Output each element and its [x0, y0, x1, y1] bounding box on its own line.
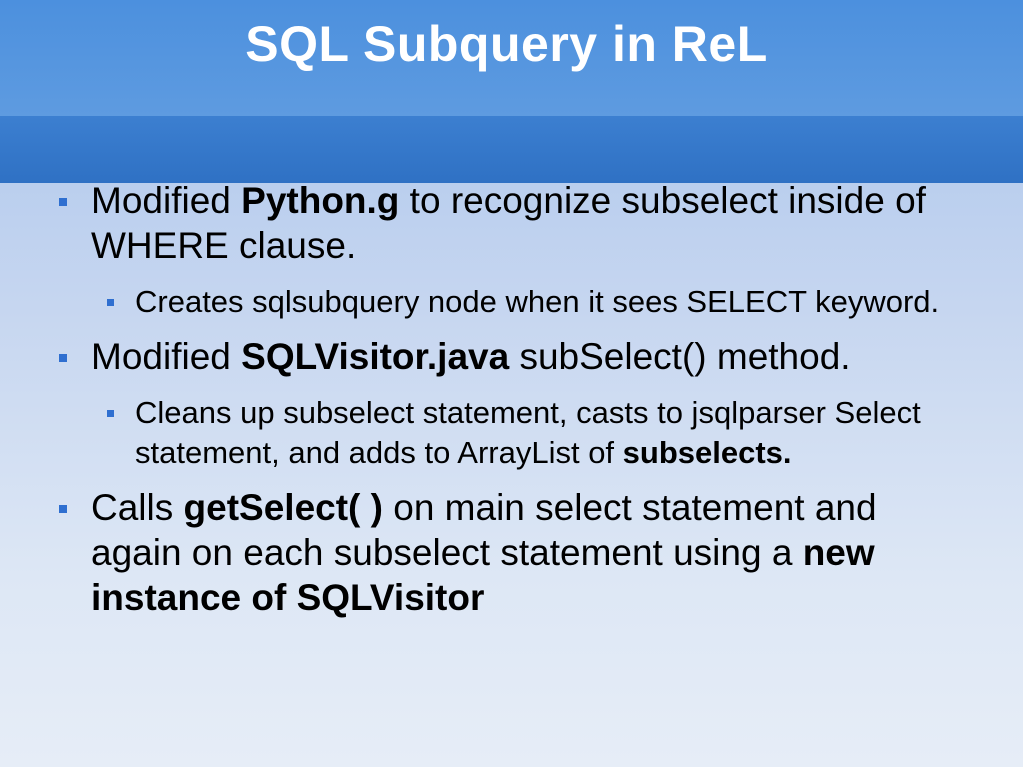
- bullet-item: Calls getSelect( ) on main select statem…: [0, 485, 1023, 620]
- bullet-text: Modified SQLVisitor.java subSelect() met…: [91, 336, 851, 377]
- square-bullet-icon: [59, 198, 67, 206]
- bullet-text: Modified Python.g to recognize subselect…: [91, 180, 926, 266]
- square-bullet-icon: [59, 354, 67, 362]
- bullet-item: Modified SQLVisitor.java subSelect() met…: [0, 334, 1023, 379]
- square-bullet-icon: [107, 410, 114, 417]
- title-sub-band: [0, 116, 1023, 183]
- square-bullet-icon: [59, 505, 67, 513]
- square-bullet-icon: [107, 299, 114, 306]
- bullet-item: Modified Python.g to recognize subselect…: [0, 178, 1023, 268]
- bullet-text: Calls getSelect( ) on main select statem…: [91, 487, 877, 618]
- sub-bullet-item: Cleans up subselect statement, casts to …: [0, 393, 1023, 473]
- sub-bullet-item: Creates sqlsubquery node when it sees SE…: [0, 282, 1023, 322]
- bullet-text: Creates sqlsubquery node when it sees SE…: [135, 284, 940, 319]
- bullet-text: Cleans up subselect statement, casts to …: [135, 395, 921, 470]
- slide-title: SQL Subquery in ReL: [245, 16, 768, 72]
- bullet-list: Modified Python.g to recognize subselect…: [0, 178, 1023, 634]
- title-band: SQL Subquery in ReL: [0, 0, 1023, 116]
